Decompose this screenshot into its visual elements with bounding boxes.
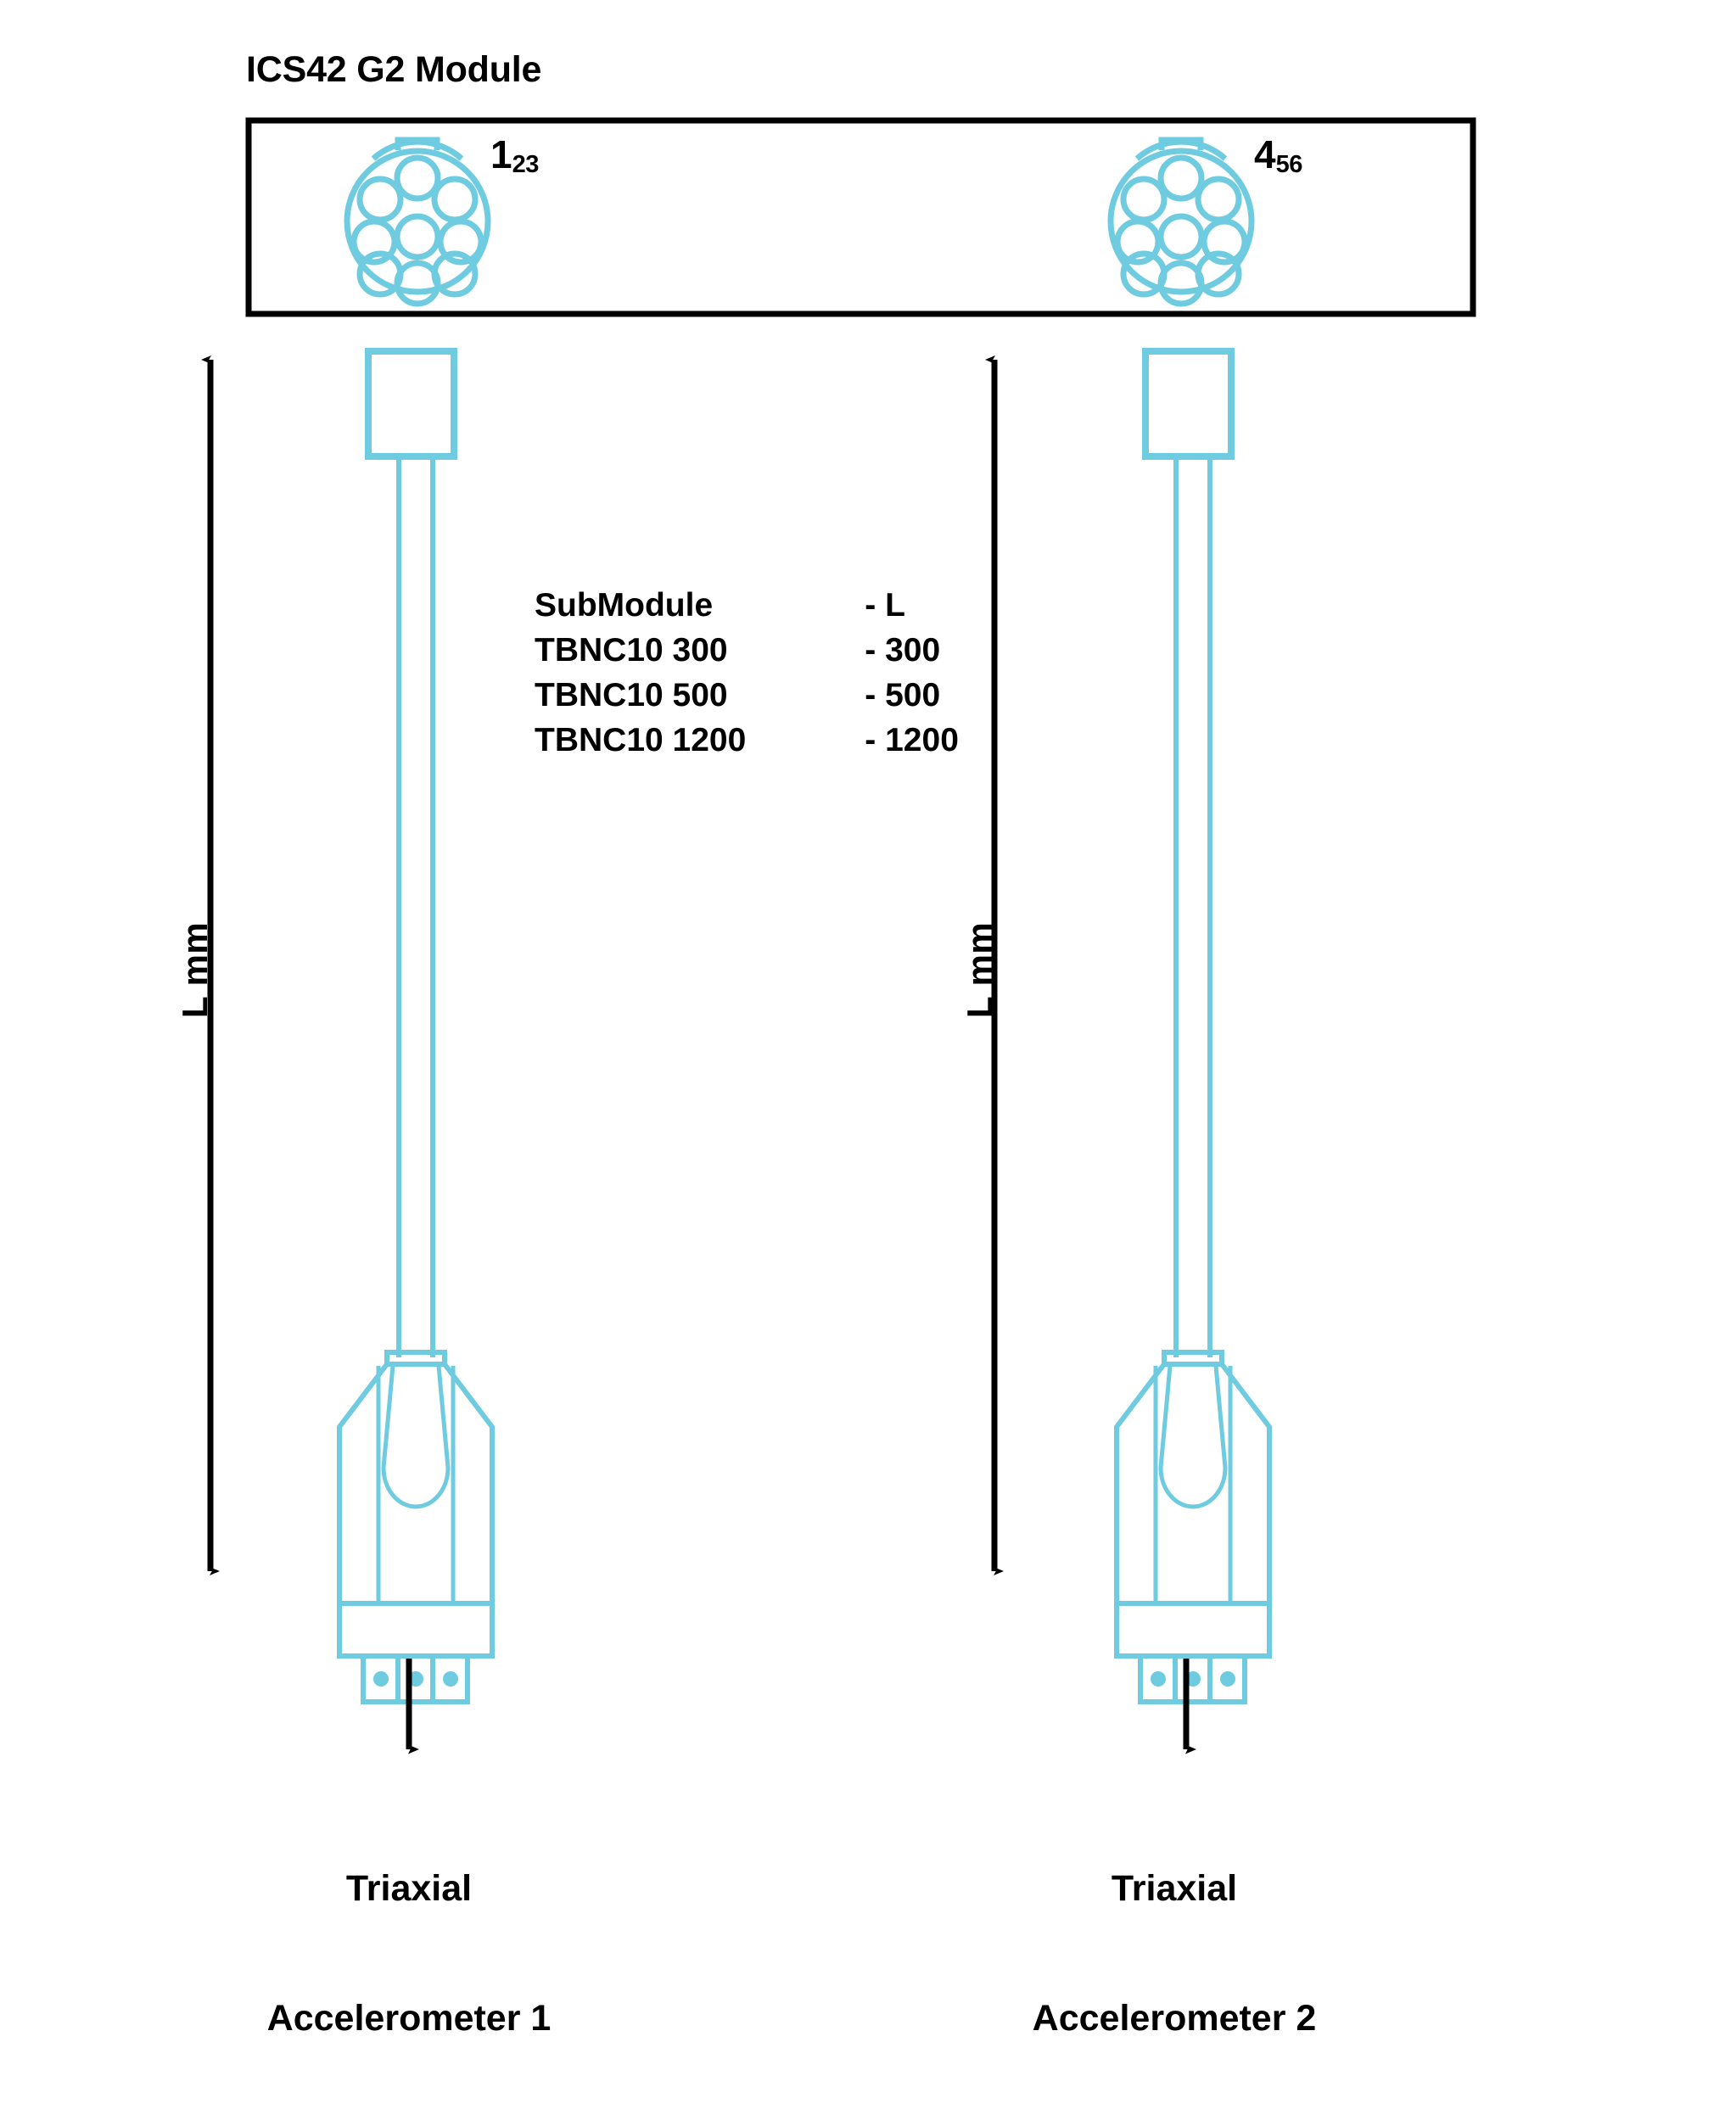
accelerometer-2-line1: Triaxial <box>1111 1868 1238 1910</box>
module-enclosure <box>245 117 1476 317</box>
connector-2-label: 456 <box>1254 131 1303 178</box>
dimension-label-right: L mm <box>960 921 1000 1018</box>
connector-2-face[interactable] <box>1111 140 1252 304</box>
accelerometer-1-line2: Accelerometer 1 <box>266 1997 552 2039</box>
submodule-spec-table: SubModule - L TBNC10 300 - 300 TBNC10 50… <box>535 587 959 767</box>
dimension-label-left: L mm <box>175 921 215 1018</box>
spec-row-1-name: TBNC10 500 <box>535 677 728 713</box>
accelerometer-1-line1: Triaxial <box>345 1868 473 1910</box>
spec-row-1-length: - 500 <box>865 677 941 713</box>
table-row: TBNC10 1200 - 1200 <box>535 722 959 767</box>
cable-assembly-1 <box>339 348 492 1702</box>
cable-assembly-2 <box>1117 348 1269 1702</box>
diagram-canvas: ICS42 G2 Module 123 456 L mm L mm SubMod… <box>175 49 1476 2039</box>
connector-2-main: 4 <box>1254 132 1276 176</box>
table-row: TBNC10 300 - 300 <box>535 632 959 677</box>
spec-row-2-name: TBNC10 1200 <box>535 722 747 758</box>
accelerometer-2-label: Triaxial Accelerometer 2 <box>903 1782 1446 2126</box>
spec-table-header-row: SubModule - L <box>535 587 959 632</box>
table-row: TBNC10 500 - 500 <box>535 677 959 722</box>
spec-row-2-length: - 1200 <box>865 722 959 758</box>
submodule-body-2 <box>1142 348 1235 460</box>
cable-assembly-drawing <box>201 117 1476 1754</box>
spec-header-name: SubModule <box>535 587 714 624</box>
submodule-body-1 <box>365 348 457 460</box>
accelerometer-connector-1[interactable] <box>339 1352 492 1702</box>
connector-1-face[interactable] <box>347 140 488 304</box>
connector-2-sub: 56 <box>1275 151 1303 178</box>
connector-1-label: 123 <box>490 131 540 178</box>
accelerometer-1-label: Triaxial Accelerometer 1 <box>137 1782 680 2126</box>
spec-header-length: - L <box>865 587 905 624</box>
accelerometer-connector-2[interactable] <box>1117 1352 1269 1702</box>
accelerometer-2-line2: Accelerometer 2 <box>1032 1997 1317 2039</box>
page-title: ICS42 G2 Module <box>246 49 542 90</box>
spec-row-0-length: - 300 <box>865 632 941 669</box>
connector-1-main: 1 <box>490 132 512 176</box>
spec-row-0-name: TBNC10 300 <box>535 632 728 669</box>
connector-1-sub: 23 <box>512 151 540 178</box>
